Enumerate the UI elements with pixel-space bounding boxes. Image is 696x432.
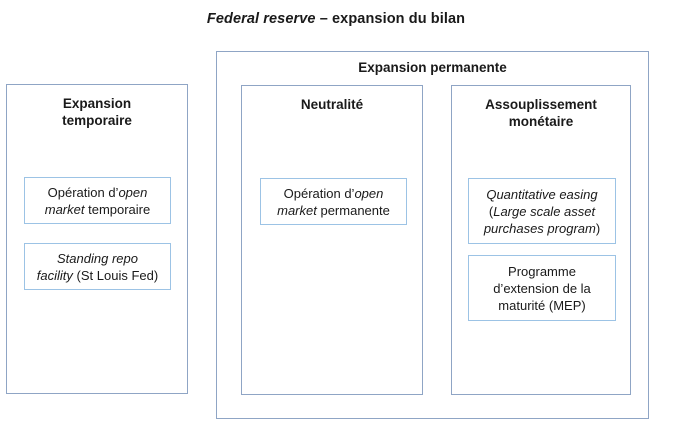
node-open-market-permanente-label: Opération d’open market permanente xyxy=(277,185,390,218)
node-open-market-permanente: Opération d’open market permanente xyxy=(260,178,407,225)
node-standing-repo-facility-label: Standing repo facility (St Louis Fed) xyxy=(36,250,159,283)
node-standing-repo-facility: Standing repo facility (St Louis Fed) xyxy=(24,243,171,290)
box-expansion-temporaire: Expansion temporaire Opération d’open ma… xyxy=(6,84,188,394)
assouplissement-monetaire-header: Assouplissement monétaire xyxy=(485,97,597,129)
diagram-title: Federal reserve – expansion du bilan xyxy=(0,11,672,27)
node-quantitative-easing: Quantitative easing (Large scale asset p… xyxy=(468,178,616,244)
box-assouplissement-monetaire: Assouplissement monétaire Quantitative e… xyxy=(451,85,631,395)
node-quantitative-easing-label: Quantitative easing (Large scale asset p… xyxy=(483,186,601,236)
box-neutralite: Neutralité Opération d’open market perma… xyxy=(241,85,423,395)
neutralite-header: Neutralité xyxy=(300,97,364,112)
node-maturity-extension-program: Programme d’extension de la maturité (ME… xyxy=(468,255,616,321)
diagram-title-emphasis: Federal reserve xyxy=(206,11,316,27)
node-open-market-temporaire: Opération d’open market temporaire xyxy=(24,177,171,224)
diagram-title-rest: – expansion du bilan xyxy=(315,11,466,27)
expansion-permanente-header: Expansion permanente xyxy=(358,60,507,75)
node-open-market-temporaire-label: Opération d’open market temporaire xyxy=(44,184,151,217)
expansion-temporaire-header: Expansion temporaire xyxy=(62,96,132,128)
box-expansion-permanente: Expansion permanente Neutralité Opératio… xyxy=(216,51,649,419)
node-maturity-extension-program-label: Programme d’extension de la maturité (ME… xyxy=(493,263,591,313)
